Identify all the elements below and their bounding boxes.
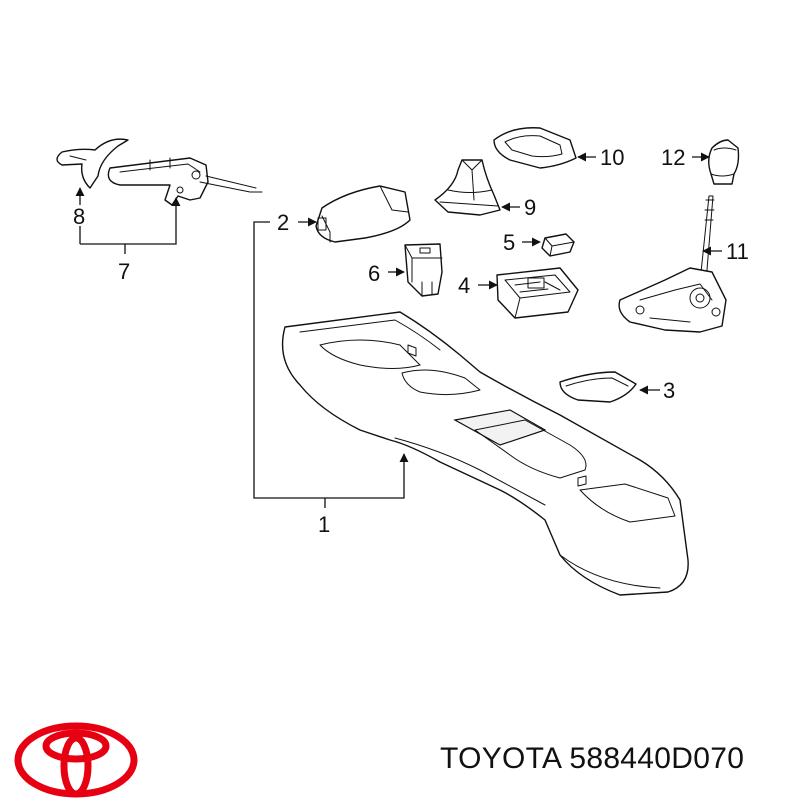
callout-7: 7 xyxy=(118,259,130,284)
callout-4: 4 xyxy=(458,273,470,298)
shift-boot-cover xyxy=(315,185,411,243)
small-clip xyxy=(541,233,575,257)
callout-5: 5 xyxy=(503,230,515,255)
tray-mat xyxy=(559,371,637,403)
callout-11: 11 xyxy=(726,239,749,264)
shift-bezel xyxy=(493,127,577,169)
console-body xyxy=(281,311,689,596)
toyota-logo-icon xyxy=(14,722,138,798)
callout-9: 9 xyxy=(524,195,536,220)
cup-holder-insert xyxy=(496,267,579,319)
part-caption: TOYOTA 588440D070 xyxy=(440,742,745,775)
callout-2: 2 xyxy=(277,210,289,235)
callout-8: 8 xyxy=(73,204,85,229)
shift-lever xyxy=(618,195,727,333)
console-switch xyxy=(404,243,443,297)
callout-10: 10 xyxy=(600,145,624,170)
leader-lines xyxy=(75,152,722,508)
shift-boot xyxy=(434,159,501,216)
callout-12: 12 xyxy=(661,145,685,170)
shift-knob xyxy=(708,139,740,185)
callout-6: 6 xyxy=(368,261,380,286)
parking-brake-assembly xyxy=(56,138,263,206)
callout-1: 1 xyxy=(318,512,330,537)
callout-3: 3 xyxy=(663,378,675,403)
